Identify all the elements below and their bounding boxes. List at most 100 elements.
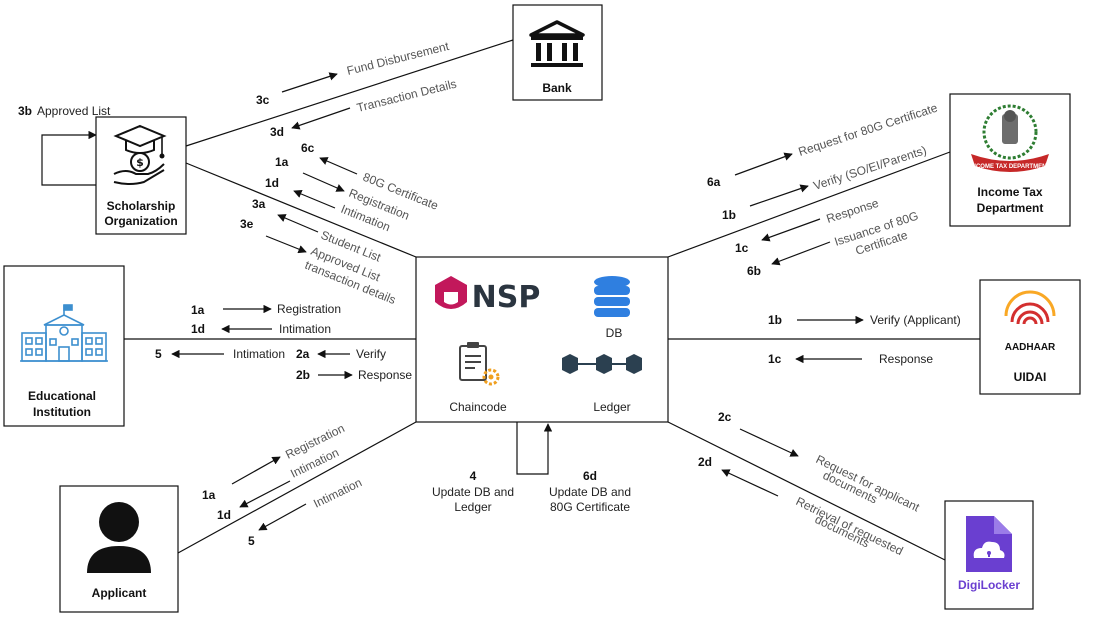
income-tax-label-line1: Income Tax (977, 185, 1042, 199)
step-2d: 2d (698, 455, 712, 469)
digilocker-label: DigiLocker (958, 578, 1020, 592)
step-3b: 3b (18, 104, 32, 118)
chaincode-icon (459, 342, 500, 386)
step-5-applicant: 5 (248, 534, 255, 548)
step-1d-applicant: 1d (217, 508, 231, 522)
income-tax-connector (667, 151, 951, 258)
bank-connector (185, 39, 514, 147)
80g-certificate-arrow (319, 157, 358, 175)
step-1a-scholarship: 1a (275, 155, 289, 169)
step-1c-uidai: 1c (768, 352, 782, 366)
scholarship-icon: $ (113, 124, 167, 185)
aadhaar-logo-text: AADHAAR (1005, 342, 1056, 353)
svg-text:$: $ (136, 156, 144, 169)
step-5-educational: 5 (155, 347, 162, 361)
update-db-80g-line2: 80G Certificate (550, 500, 630, 514)
step-1b-uidai: 1b (768, 313, 782, 327)
step-2a: 2a (296, 347, 310, 361)
step-6a: 6a (707, 175, 721, 189)
approved-list-loop (41, 130, 97, 186)
applicant-connector (177, 421, 417, 554)
nsp-logo-icon: NSP (435, 276, 540, 315)
income-tax-emblem-icon: INCOME TAX DEPARTMENT (970, 104, 1050, 172)
step-1a-educational: 1a (191, 303, 205, 317)
income-tax-logo-text: INCOME TAX DEPARTMENT (970, 164, 1050, 170)
step-4: 4 (470, 469, 477, 483)
retrieval-documents-arrow (721, 469, 779, 497)
update-db-ledger-line2: Ledger (454, 500, 491, 514)
digilocker-connector (667, 421, 946, 561)
nsp-wordmark: NSP (472, 280, 541, 315)
verify-2a-label: Verify (356, 347, 386, 361)
digilocker-node: DigiLocker (944, 500, 1034, 610)
bank-label: Bank (542, 81, 572, 95)
scholarship-intimation-arrow (293, 190, 336, 209)
educational-label-line2: Institution (33, 405, 91, 419)
request-80g-arrow (734, 152, 793, 176)
educational-intimation-5-label: Intimation (233, 347, 285, 361)
income-tax-response-arrow (761, 218, 821, 242)
uidai-response-label: Response (879, 352, 933, 366)
scholarship-label-line2: Organization (104, 214, 177, 228)
update-db-80g-line1: Update DB and (549, 485, 631, 499)
scholarship-connector (185, 162, 417, 258)
transaction-details-label: Transaction Details (355, 77, 458, 115)
scholarship-node: $ Scholarship Organization (95, 116, 187, 235)
update-db-loop (516, 422, 553, 475)
verify-so-ei-label: Verify (SO/EI/Parents) (812, 143, 929, 193)
step-3c: 3c (256, 93, 270, 107)
step-3a: 3a (252, 197, 266, 211)
verify-applicant-label: Verify (Applicant) (870, 313, 961, 327)
applicant-node: Applicant (59, 485, 179, 613)
applicant-intimation-5-arrow (258, 503, 307, 531)
fund-disbursement-label: Fund Disbursement (345, 39, 451, 78)
applicant-intimation-arrow (239, 480, 291, 508)
step-3e: 3e (240, 217, 254, 231)
ledger-label: Ledger (593, 400, 630, 414)
database-icon (594, 276, 630, 317)
bank-icon (529, 20, 585, 67)
income-tax-response-label: Response (825, 196, 881, 226)
approved-list-label: Approved List (37, 104, 111, 118)
scholarship-label-line1: Scholarship (107, 199, 176, 213)
scholarship-registration-arrow (302, 172, 345, 192)
db-label: DB (606, 326, 623, 340)
step-1d-educational: 1d (191, 322, 205, 336)
digilocker-logo-icon (966, 516, 1012, 572)
response-2b-label: Response (358, 368, 412, 382)
educational-label-line1: Educational (28, 389, 96, 403)
educational-intimation-label: Intimation (279, 322, 331, 336)
uidai-node: AADHAAR UIDAI (979, 279, 1081, 395)
user-avatar-icon (87, 502, 151, 573)
nsp-node: NSP DB Chaincode Ledger (415, 256, 669, 423)
transaction-details-arrow (291, 107, 351, 130)
step-2c: 2c (718, 410, 732, 424)
request-documents-arrow (739, 428, 799, 457)
educational-registration-label: Registration (277, 302, 341, 316)
step-1c-income-tax: 1c (735, 241, 749, 255)
step-1d-scholarship: 1d (265, 176, 279, 190)
uidai-label: UIDAI (1014, 370, 1047, 384)
step-6c: 6c (301, 141, 315, 155)
issuance-80g-arrow (771, 241, 831, 266)
update-db-ledger-line1: Update DB and (432, 485, 514, 499)
chaincode-label: Chaincode (449, 400, 507, 414)
applicant-label: Applicant (92, 586, 147, 600)
applicant-intimation-5-label: Intimation (311, 475, 364, 510)
approved-list-arrow (265, 235, 307, 254)
aadhaar-logo-icon: AADHAAR (1004, 290, 1056, 353)
fund-disbursement-arrow (281, 72, 338, 93)
bank-node: Bank (512, 4, 603, 101)
educational-node: Educational Institution (3, 265, 125, 427)
step-1a-applicant: 1a (202, 488, 216, 502)
school-building-icon (20, 304, 108, 362)
applicant-registration-arrow (231, 456, 281, 485)
step-6d: 6d (583, 469, 597, 483)
income-tax-node: INCOME TAX DEPARTMENT Income Tax Departm… (949, 93, 1071, 227)
income-tax-label-line2: Department (977, 201, 1044, 215)
step-1b-income-tax: 1b (722, 208, 736, 222)
step-3d: 3d (270, 125, 284, 139)
step-6b: 6b (747, 264, 761, 278)
ledger-blocks-icon (562, 354, 642, 374)
